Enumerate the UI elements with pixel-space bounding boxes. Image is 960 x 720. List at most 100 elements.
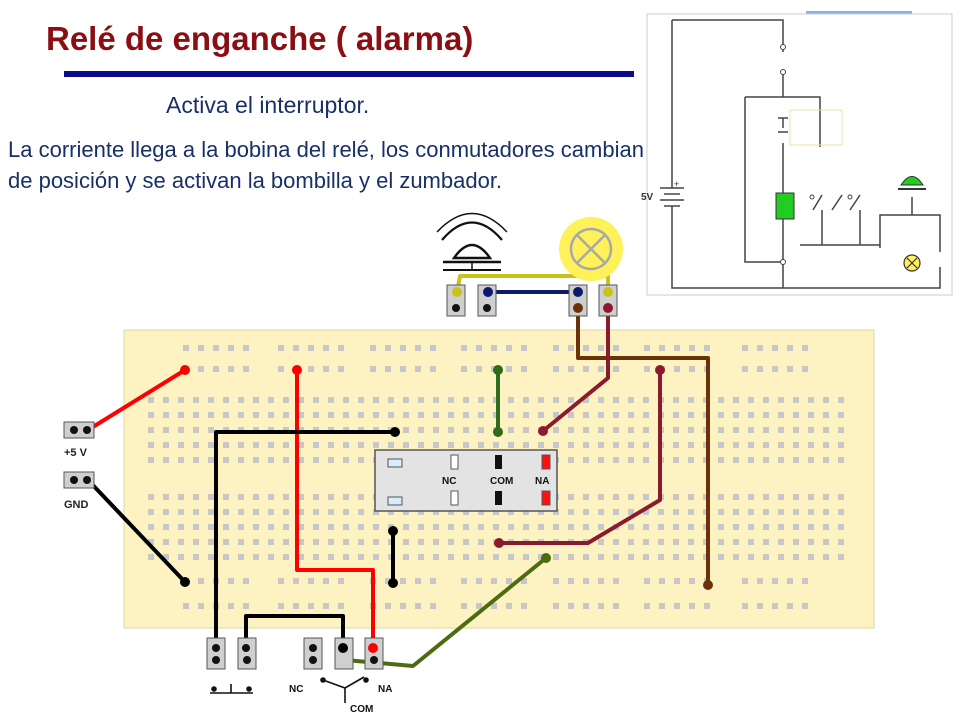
breadboard-hole [463,509,469,515]
breadboard-hole [673,412,679,418]
breadboard-hole [448,539,454,545]
breadboard-hole [598,442,604,448]
breadboard-hole [508,509,514,515]
breadboard-hole [343,524,349,530]
breadboard-hole [208,524,214,530]
breadboard-hole [787,345,793,351]
breadboard-hole [463,539,469,545]
breadboard-hole [313,509,319,515]
breadboard-hole [643,554,649,560]
breadboard-hole [298,539,304,545]
breadboard-hole [343,412,349,418]
breadboard-hole [403,412,409,418]
breadboard-hole [493,442,499,448]
breadboard-hole [772,578,778,584]
breadboard-hole [238,509,244,515]
breadboard-hole [223,442,229,448]
breadboard-hole [268,397,274,403]
breadboard-hole [673,509,679,515]
breadboard-hole [838,442,844,448]
breadboard-hole [478,442,484,448]
breadboard-hole [659,578,665,584]
breadboard-hole [778,524,784,530]
breadboard-hole [193,397,199,403]
breadboard-hole [163,397,169,403]
breadboard-hole [613,345,619,351]
breadboard-hole [193,442,199,448]
breadboard-hole [733,427,739,433]
breadboard-hole [659,603,665,609]
breadboard-hole [148,554,154,560]
terminal-5v [63,421,95,439]
breadboard-hole [283,397,289,403]
breadboard-hole [628,494,634,500]
breadboard-hole [283,509,289,515]
changeover-switch-icon [320,676,369,703]
breadboard-hole [313,397,319,403]
breadboard-hole [223,539,229,545]
breadboard-hole [748,442,754,448]
breadboard-hole [323,603,329,609]
breadboard-hole [506,345,512,351]
breadboard-hole [373,524,379,530]
breadboard-hole [403,397,409,403]
breadboard-hole [228,578,234,584]
breadboard-hole [658,509,664,515]
breadboard-hole [403,554,409,560]
breadboard-hole [388,412,394,418]
schematic-lamp-icon [903,254,921,272]
terminal-buzzer [446,284,497,317]
breadboard-hole [757,366,763,372]
breadboard-hole [373,442,379,448]
breadboard-hole [461,345,467,351]
breadboard-hole [243,603,249,609]
breadboard-hole [838,509,844,515]
breadboard-hole [598,427,604,433]
breadboard-hole [644,578,650,584]
breadboard-hole [802,366,808,372]
breadboard-hole [523,524,529,530]
breadboard-hole [163,554,169,560]
breadboard-hole [718,442,724,448]
breadboard-hole [583,366,589,372]
breadboard-hole [283,457,289,463]
schematic-5v-label: 5V [641,192,654,203]
breadboard-hole [568,345,574,351]
breadboard-hole [553,366,559,372]
breadboard-hole [463,427,469,433]
breadboard-hole [163,524,169,530]
breadboard-hole [208,397,214,403]
breadboard-hole [238,397,244,403]
breadboard-hole [388,397,394,403]
breadboard-hole [223,412,229,418]
breadboard-hole [163,494,169,500]
breadboard-hole [193,554,199,560]
breadboard-hole [733,457,739,463]
breadboard-hole [308,578,314,584]
breadboard-hole [178,397,184,403]
breadboard-hole [613,397,619,403]
breadboard-hole [253,524,259,530]
breadboard-hole [718,554,724,560]
breadboard-hole [718,539,724,545]
breadboard-hole [808,442,814,448]
breadboard-hole [823,539,829,545]
breadboard-hole [643,539,649,545]
breadboard-hole [193,412,199,418]
breadboard-hole [778,509,784,515]
breadboard-hole [358,509,364,515]
breadboard-hole [418,412,424,418]
breadboard-hole [253,509,259,515]
breadboard-hole [148,509,154,515]
breadboard-hole [178,412,184,418]
breadboard-hole [583,524,589,530]
breadboard-hole [568,412,574,418]
breadboard-hole [268,442,274,448]
breadboard-hole [178,539,184,545]
breadboard-hole [659,345,665,351]
breadboard-hole [568,397,574,403]
breadboard-hole [757,578,763,584]
breadboard-hole [823,494,829,500]
breadboard-hole [228,603,234,609]
wire-red-5v [86,368,187,432]
